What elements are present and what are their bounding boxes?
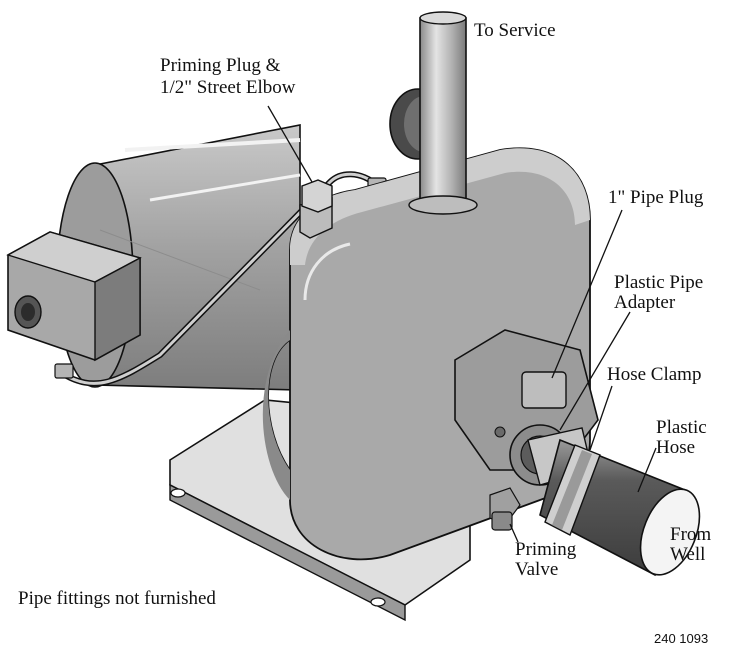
pressure-switch-box xyxy=(6,231,142,362)
from-well-label-line1: From xyxy=(670,524,712,545)
plastic-pipe-adapter-label-line1: Plastic Pipe xyxy=(614,272,704,293)
priming-valve-label-line1: Priming xyxy=(515,539,577,560)
priming-valve-label-line2: Valve xyxy=(515,559,559,580)
note-text: Pipe fittings not furnished xyxy=(18,588,216,609)
plastic-pipe-adapter-label-line2: Adapter xyxy=(614,292,676,313)
pressure-tubing xyxy=(54,171,387,387)
priming-plug-elbow xyxy=(299,179,333,239)
pipe-plug-label: 1" Pipe Plug xyxy=(608,187,704,208)
plastic-hose-label-line2: Hose xyxy=(656,437,696,458)
hose-clamp-label: Hose Clamp xyxy=(607,364,702,385)
figure-number: 240 1093 xyxy=(654,631,709,646)
leader-lines xyxy=(267,105,657,543)
from-well-label-line2: Well xyxy=(670,544,706,565)
plastic-hose-label-line1: Plastic xyxy=(656,417,707,438)
discharge-pipe xyxy=(408,11,478,215)
to-service-label: To Service xyxy=(474,20,556,41)
plastic-hose xyxy=(539,438,701,577)
priming-plug-label-line1: Priming Plug & xyxy=(160,55,281,76)
priming-plug-label-line2: 1/2" Street Elbow xyxy=(160,77,296,98)
